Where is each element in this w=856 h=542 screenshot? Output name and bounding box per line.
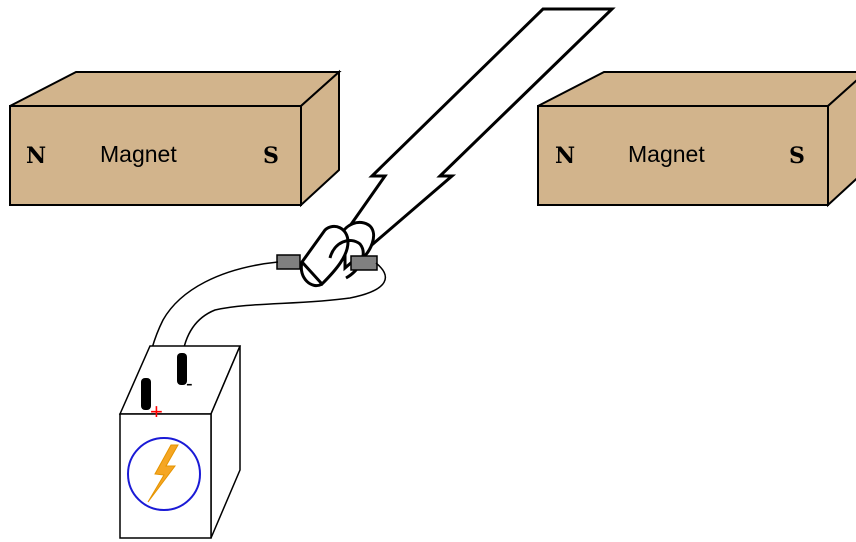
brush-left — [276, 254, 301, 270]
magnet-left: N Magnet S — [9, 69, 342, 208]
battery: + - — [118, 345, 242, 539]
commutator — [299, 221, 375, 287]
magnet-right: N Magnet S — [537, 71, 856, 208]
lightning-bolt-icon — [147, 444, 179, 503]
armature-loop — [343, 7, 616, 272]
magnet-left-label: Magnet — [100, 141, 177, 167]
battery-negative-terminal — [177, 353, 187, 385]
magnet-left-top — [9, 71, 342, 107]
magnet-left-south-label: S — [263, 143, 279, 169]
magnet-right-south-label: S — [789, 143, 805, 169]
magnet-left-north-label: N — [26, 143, 46, 169]
wire-negative — [181, 262, 387, 359]
armature-strip — [343, 7, 616, 272]
battery-negative-label: - — [186, 373, 193, 395]
brush-right — [350, 255, 378, 271]
battery-positive-terminal — [141, 378, 151, 410]
commutator-front-segment — [300, 225, 350, 287]
magnet-right-north-label: N — [555, 143, 575, 169]
magnet-right-front — [537, 105, 829, 206]
commutator-front-cap — [299, 261, 323, 287]
magnet-left-front — [9, 105, 302, 206]
magnet-right-top — [537, 71, 856, 107]
battery-positive-label: + — [150, 399, 163, 424]
magnet-right-label: Magnet — [628, 141, 705, 167]
